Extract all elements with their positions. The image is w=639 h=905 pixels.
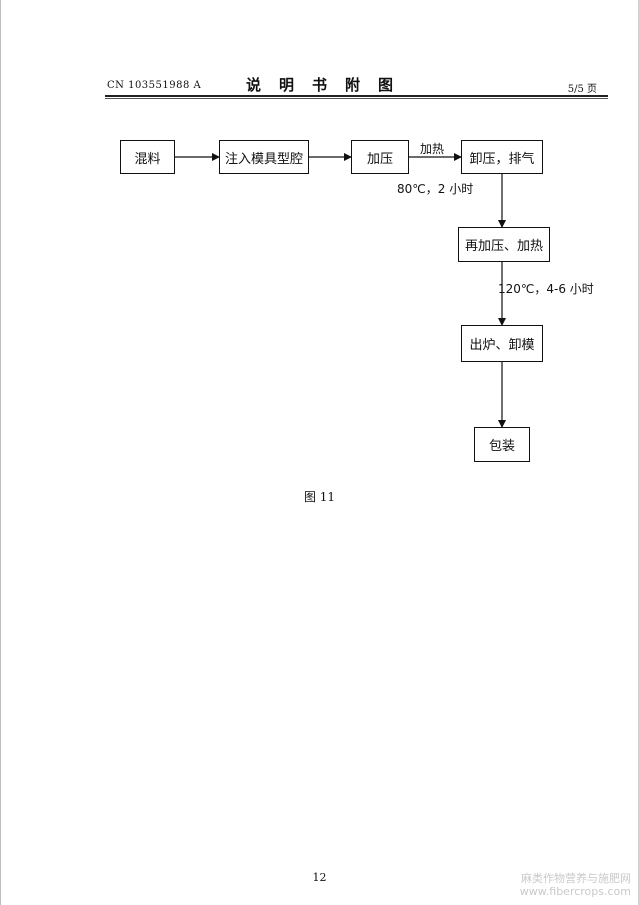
watermark-line1: 麻类作物营养与施肥网	[521, 872, 631, 885]
node-pack: 包装	[474, 427, 530, 462]
node-release: 卸压，排气	[461, 140, 543, 174]
node-repress: 再加压、加热	[458, 227, 550, 262]
page-title: 说明书附图	[245, 76, 411, 94]
node-mix: 混料	[120, 140, 175, 174]
node-inject: 注入模具型腔	[219, 140, 309, 174]
header-rule-thin	[105, 98, 608, 99]
page-info: 5/5 页	[567, 84, 597, 95]
header-rule	[105, 95, 608, 97]
page-number: 12	[312, 871, 327, 884]
edge-label-120c: 120℃，4-6 小时	[498, 282, 594, 296]
edge-label-heat: 加热	[420, 142, 445, 156]
patent-number: CN 103551988 A	[107, 80, 202, 91]
watermark-line2: www.fibercrops.com	[519, 885, 631, 898]
page-border-left	[0, 0, 1, 905]
edge-label-80c: 80℃，2 小时	[397, 182, 474, 196]
node-out: 出炉、卸模	[461, 325, 543, 362]
figure-caption: 图 11	[303, 490, 336, 504]
node-press: 加压	[351, 140, 409, 174]
watermark: 麻类作物营养与施肥网 www.fibercrops.com	[520, 872, 631, 898]
